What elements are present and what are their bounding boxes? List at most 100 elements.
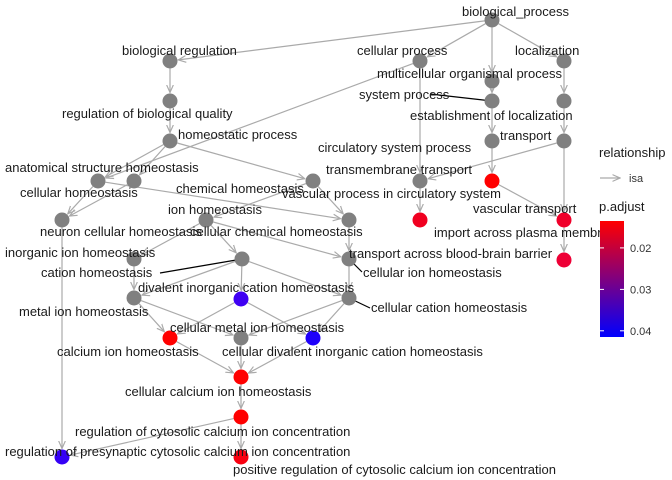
edge-cation_homeostasis-to-divalent_inorganic_cation_homeostasis (241, 266, 242, 291)
node-label-metal_ion_homeostasis: metal ion homeostasis (19, 304, 149, 319)
node-establishment_of_localization[interactable] (556, 93, 572, 109)
node-regulation_of_cytosolic_calcium_ion_concentration[interactable] (233, 409, 249, 425)
edge-metal_ion_homeostasis-to-cellular_metal_ion_homeostasis (140, 300, 233, 335)
node-label-multicellular_organismal_process: multicellular organismal process (377, 66, 562, 81)
node-label-cellular_metal_ion_homeostasis: cellular metal ion homeostasis (170, 320, 345, 335)
node-calcium_ion_homeostasis[interactable] (162, 330, 178, 346)
node-cellular_homeostasis[interactable] (90, 173, 106, 189)
padjust-tick-label: 0.04 (630, 326, 651, 338)
node-transport_across_blood_brain_barrier[interactable] (556, 252, 572, 268)
node-cellular_chemical_homeostasis[interactable] (341, 212, 357, 228)
node-label-system_process: system process (359, 87, 450, 102)
leader-line-system_process (429, 93, 493, 102)
edge-cation_homeostasis-to-cellular_cation_homeostasis (248, 261, 341, 296)
node-label-localization: localization (515, 43, 579, 58)
legend-relationship-title: relationship (599, 145, 666, 160)
node-label-cellular_divalent_inorganic_cation_homeostasis: cellular divalent inorganic cation homeo… (222, 344, 483, 359)
legend: relationship isa p.adjust 0.02 0.03 0.04 (599, 145, 666, 338)
edges-layer (62, 20, 564, 455)
node-divalent_inorganic_cation_homeostasis[interactable] (233, 291, 249, 307)
labels-layer: biological_process biological regulation c… (5, 4, 623, 477)
node-label-calcium_ion_homeostasis: calcium ion homeostasis (57, 344, 199, 359)
padjust-colorbar-ticks: 0.02 0.03 0.04 (600, 243, 651, 338)
edge-cellular_process-to-cellular_homeostasis (106, 63, 414, 178)
edge-homeostatic_process-to-chemical_homeostasis (177, 142, 305, 179)
node-vascular_process_in_circulatory_system[interactable] (484, 173, 500, 189)
node-label-cellular_cation_homeostasis: cellular cation homeostasis (371, 300, 528, 315)
node-label-vascular_process_in_circulatory_system: vascular process in circulatory system (282, 186, 501, 201)
node-circulatory_system_process[interactable] (484, 133, 500, 149)
node-localization[interactable] (556, 53, 572, 69)
node-system_process[interactable] (484, 93, 500, 109)
node-anatomical_structure_homeostasis[interactable] (126, 173, 142, 189)
node-label-cellular_homeostasis: cellular homeostasis (20, 185, 138, 200)
edge-cellular_homeostasis-to-cellular_chemical_homeostasis (105, 181, 340, 219)
nodes-layer (54, 12, 572, 465)
node-cation_homeostasis[interactable] (234, 251, 250, 267)
node-regulation_of_presynaptic_cytosolic_calcium_ion_concentration[interactable] (54, 449, 70, 465)
node-vascular_transport[interactable] (556, 212, 572, 228)
node-cellular_ion_homeostasis[interactable] (341, 251, 357, 267)
node-label-cation_homeostasis: cation homeostasis (41, 265, 153, 280)
padjust-colorbar (600, 221, 624, 337)
padjust-tick-label: 0.03 (630, 284, 651, 296)
node-cellular_process[interactable] (412, 53, 428, 69)
node-metal_ion_homeostasis[interactable] (126, 290, 142, 306)
edge-chemical_homeostasis-to-cellular_chemical_homeostasis (317, 186, 343, 214)
edge-cation_homeostasis-to-metal_ion_homeostasis (142, 260, 236, 296)
node-cellular_calcium_ion_homeostasis[interactable] (233, 369, 249, 385)
edge-metal_ion_homeostasis-to-calcium_ion_homeostasis (138, 303, 164, 332)
node-biological_regulation[interactable] (162, 53, 178, 69)
node-cellular_cation_homeostasis[interactable] (341, 290, 357, 306)
node-label-cellular_chemical_homeostasis: cellular chemical homeostasis (190, 224, 363, 239)
node-label-neuron_cellular_homeostasis: neuron cellular homeostasis (40, 224, 202, 239)
node-import_across_plasma_membrane[interactable] (412, 212, 428, 228)
node-transmembrane_transport[interactable] (412, 173, 428, 189)
node-label-divalent_inorganic_cation_homeostasis: divalent inorganic cation homeostasis (138, 280, 355, 295)
legend-isa-label: isa (629, 173, 644, 185)
edge-ion_homeostasis-to-inorganic_ion_homeostasis (142, 223, 200, 255)
node-chemical_homeostasis[interactable] (305, 173, 321, 189)
node-label-cellular_process: cellular process (357, 43, 448, 58)
edge-calcium_ion_homeostasis-to-cellular_calcium_ion_homeostasis (176, 341, 234, 373)
node-homeostatic_process[interactable] (162, 133, 178, 149)
edge-chemical_homeostasis-to-ion_homeostasis (214, 183, 307, 218)
node-label-positive_regulation_of_cytosolic_calcium_ion_concentration: positive regulation of cytosolic calcium… (233, 462, 556, 477)
edge-anatomical_structure_homeostasis-to-neuron_cellular_homeostasis (70, 184, 128, 216)
edge-biological_process-to-biological_regulation (178, 20, 485, 60)
node-transport[interactable] (556, 133, 572, 149)
edge-divalent_inorganic_cation_homeostasis-to-cellular_divalent_inorganic_cation_homeostasis (247, 302, 306, 334)
node-label-circulatory_system_process: circulatory system process (318, 140, 472, 155)
leader-line-cation_homeostasis (159, 258, 243, 274)
node-cellular_metal_ion_homeostasis[interactable] (233, 330, 249, 346)
node-label-transport: transport (500, 128, 552, 143)
node-label-regulation_of_biological_quality: regulation of biological quality (62, 106, 233, 121)
node-neuron_cellular_homeostasis[interactable] (54, 212, 70, 228)
edge-cellular_cation_homeostasis-to-cellular_divalent_inorganic_cation_homeostasis (319, 303, 345, 332)
node-label-cellular_ion_homeostasis: cellular ion homeostasis (363, 265, 502, 280)
edge-divalent_inorganic_cation_homeostasis-to-calcium_ion_homeostasis (178, 302, 235, 334)
node-label-establishment_of_localization: establishment of localization (410, 108, 573, 123)
node-ion_homeostasis[interactable] (198, 212, 214, 228)
edge-biological_process-to-cellular_process (427, 23, 486, 57)
node-cellular_divalent_inorganic_cation_homeostasis[interactable] (305, 330, 321, 346)
edge-ion_homeostasis-to-cellular_ion_homeostasis (213, 221, 341, 257)
node-label-chemical_homeostasis: chemical homeostasis (176, 181, 304, 196)
node-label-inorganic_ion_homeostasis: inorganic ion homeostasis (5, 245, 156, 260)
node-multicellular_organismal_process[interactable] (484, 73, 500, 89)
edge-homeostatic_process-to-cellular_homeostasis (105, 144, 164, 177)
node-biological_process[interactable] (484, 12, 500, 28)
node-regulation_of_biological_quality[interactable] (162, 93, 178, 109)
padjust-tick-label: 0.02 (630, 243, 651, 255)
node-label-transmembrane_transport: transmembrane transport (326, 162, 472, 177)
node-inorganic_ion_homeostasis[interactable] (126, 251, 142, 267)
node-label-transport_across_blood_brain_barrier: transport across blood-brain barrier (349, 246, 553, 261)
node-label-ion_homeostasis: ion homeostasis (168, 202, 262, 217)
node-label-regulation_of_presynaptic_cytosolic_calcium_ion_concentration: regulation of presynaptic cytosolic calc… (5, 444, 350, 459)
node-label-biological_regulation: biological regulation (122, 43, 237, 58)
node-positive_regulation_of_cytosolic_calcium_ion_concentration[interactable] (233, 449, 249, 465)
edge-vascular_process_in_circulatory_system-to-vascular_transport (498, 184, 557, 216)
node-label-biological_process: biological_process (462, 4, 569, 19)
legend-padjust-title: p.adjust (599, 199, 645, 214)
